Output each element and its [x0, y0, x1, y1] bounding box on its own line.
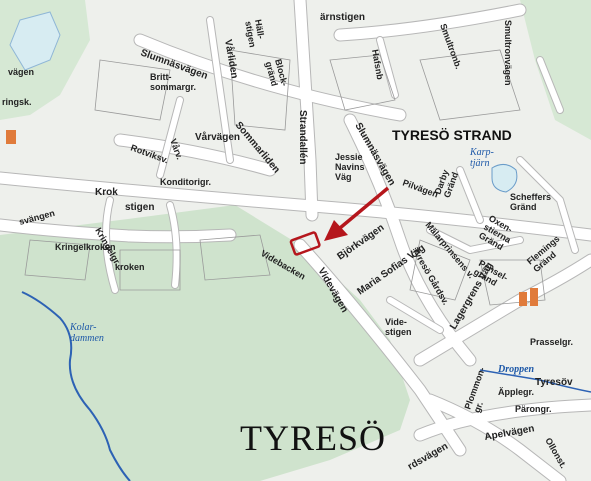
label-parongr: Pärongr.	[515, 404, 552, 414]
label-arnstigen: ärnstigen	[320, 12, 365, 23]
label-kringelkroken: Kringelkroken	[55, 242, 116, 252]
label-kroken: kroken	[115, 262, 145, 272]
district-label: TYRESÖ STRAND	[392, 127, 512, 143]
location-marker[interactable]	[289, 231, 321, 256]
label-krok: Krok	[95, 187, 118, 198]
label-smultronvagen: Smultronvägen	[503, 20, 513, 86]
label-penselgrand: Pensel-gränd	[472, 258, 510, 291]
label-prasselgr: Prasselgr.	[530, 337, 573, 347]
pointer-arrow	[324, 186, 390, 241]
label-tyresovagen: Tyresöv	[535, 377, 573, 388]
label-strandallen: Strandallén	[297, 110, 308, 164]
label-konditorigr: Konditorigr.	[160, 177, 211, 187]
label-brittsommargr: Britt-sommargr.	[150, 72, 196, 92]
label-ringsk: ringsk.	[2, 97, 32, 107]
forest-west	[0, 205, 410, 481]
forest-east	[520, 0, 591, 140]
label-droppen: Droppen	[497, 364, 535, 375]
property-outlines	[24, 49, 546, 306]
label-hallstigen: Häll-stigen	[243, 19, 267, 49]
label-videstigen: Vide-stigen	[385, 317, 412, 337]
area-label: TYRESÖ	[240, 418, 386, 458]
kolardammen-stream	[21, 291, 131, 481]
label-kolardammen: Kolar-dammen	[69, 322, 104, 344]
buildings	[6, 130, 538, 306]
karptjarn-pond	[491, 164, 518, 193]
droppen-stream	[479, 369, 591, 393]
label-krokstigen: stigen	[125, 202, 154, 213]
label-karptjarn: Karp-tjärn	[469, 147, 494, 169]
water-labels: Karp-tjärn Kolar-dammen Droppen	[69, 147, 535, 375]
label-applegr: Äpplegr.	[498, 387, 534, 397]
lake-north	[9, 11, 61, 71]
label-varvagen: Vårvägen	[195, 131, 240, 143]
label-stigen-left: vägen	[8, 67, 34, 77]
